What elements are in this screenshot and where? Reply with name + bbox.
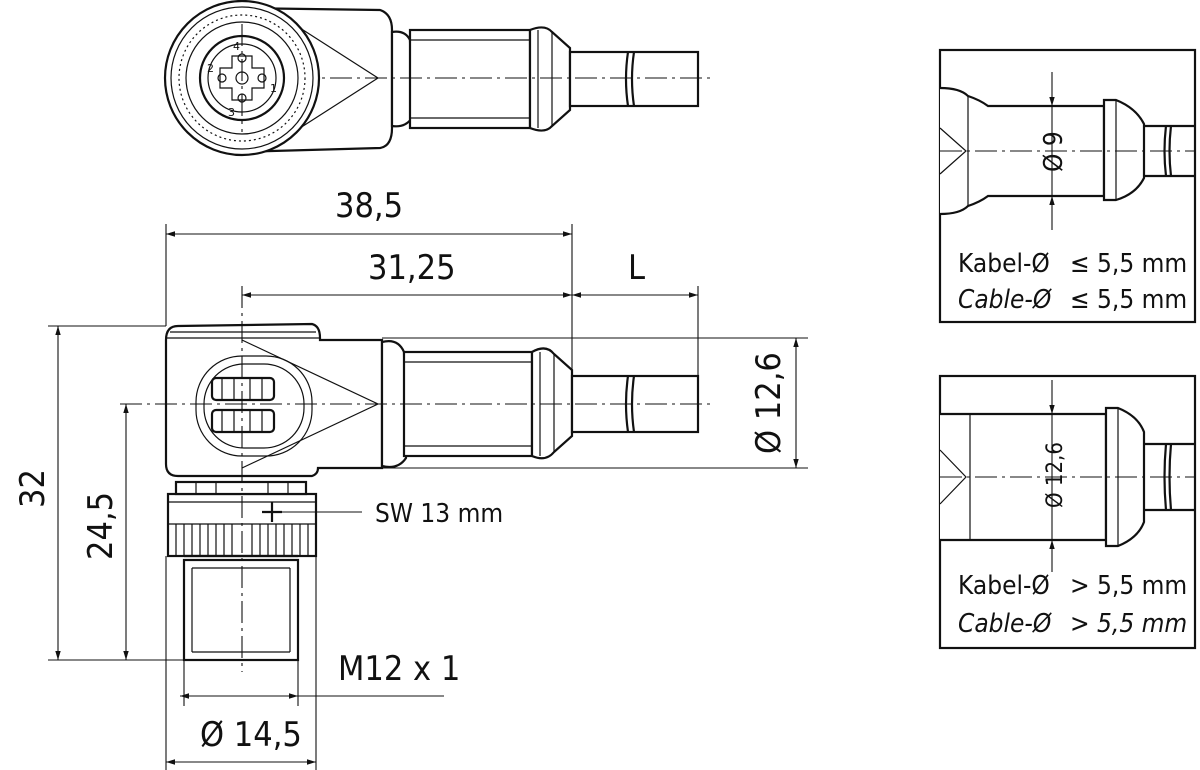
pin-label: 3 [228, 106, 235, 119]
cable-value-en: > 5,5 mm [1070, 609, 1187, 639]
dim-cable-length: L [628, 248, 645, 288]
cable-value-en: ≤ 5,5 mm [1070, 285, 1187, 315]
wrench-size-label: SW 13 mm [375, 499, 503, 529]
pin-label: 2 [207, 62, 214, 75]
detail-small-diameter: Ø 9 [1039, 131, 1069, 172]
side-view [120, 286, 712, 672]
dimensions: 38,5 31,25 L Ø 12,6 32 24,5 SW 13 mm M12… [13, 186, 808, 770]
cable-value-de: > 5,5 mm [1070, 571, 1187, 601]
cable-label-de: Kabel-Ø [958, 571, 1050, 601]
thread-label: M12 x 1 [338, 649, 460, 689]
pin-label: 1 [270, 82, 277, 95]
cable-label-de: Kabel-Ø [958, 249, 1050, 279]
detail-large-cable: Ø 12,6 Kabel-Ø > 5,5 mm Cable-Ø > 5,5 mm [938, 374, 1197, 650]
cable-label-en: Cable-Ø [958, 609, 1052, 639]
dim-overall-height: 32 [13, 469, 53, 508]
top-view: 4 2 1 3 [163, 0, 712, 157]
cable-value-de: ≤ 5,5 mm [1070, 249, 1187, 279]
dim-center-height: 24,5 [81, 492, 121, 560]
dim-head-diameter: Ø 12,6 [749, 352, 789, 454]
dim-overall-length: 38,5 [335, 186, 403, 226]
detail-large-diameter: Ø 12,6 [1043, 442, 1068, 508]
pin-label: 4 [233, 40, 240, 53]
dim-nut-diameter: Ø 14,5 [200, 715, 302, 755]
dim-center-length: 31,25 [368, 248, 456, 288]
knurl-lines [175, 524, 309, 556]
cable-label-en: Cable-Ø [958, 285, 1052, 315]
detail-small-cable: Ø 9 Kabel-Ø ≤ 5,5 mm Cable-Ø ≤ 5,5 mm [938, 48, 1197, 324]
